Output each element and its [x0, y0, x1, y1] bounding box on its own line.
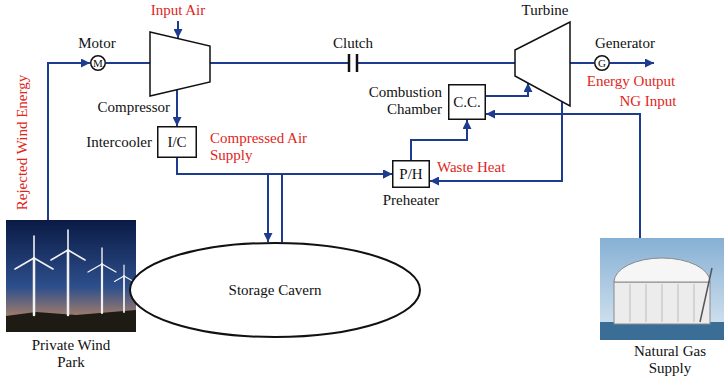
component-label: Preheater	[371, 192, 451, 209]
combustion-chamber-box: Combustion ChamberC.C.	[448, 84, 486, 120]
flow-pipe	[486, 83, 528, 96]
generator-symbol: GeneratorG	[594, 55, 610, 71]
flow-label: Rejected Wind Energy	[14, 74, 31, 209]
component-label: Intercooler	[50, 134, 152, 151]
cavern-outline	[130, 243, 420, 337]
flow-label: Input Air	[138, 2, 218, 19]
circle-outline	[595, 56, 610, 71]
shaft-line	[570, 62, 594, 64]
shaft-line	[106, 62, 150, 64]
symbol-letter: M	[93, 57, 103, 70]
box-outline	[393, 161, 430, 188]
flow-pipe	[486, 114, 640, 238]
wind-park: Private Wind Park	[6, 220, 136, 332]
flow-label: Compressed Air Supply	[210, 130, 328, 164]
flow-pipe	[282, 174, 392, 242]
sky	[6, 220, 136, 332]
compressor-symbol: Compressor	[150, 32, 210, 96]
component-label: Generator	[580, 35, 670, 52]
box-outline	[158, 127, 197, 158]
box-code: P/H	[399, 166, 422, 183]
box-code: I/C	[167, 134, 186, 151]
flow-label: NG Input	[606, 93, 690, 110]
flow-pipe	[177, 158, 392, 174]
picture-caption: Private Wind Park	[21, 337, 121, 371]
natural-gas-supply: Natural Gas Supply	[600, 238, 724, 340]
turbine-symbol-outline	[515, 22, 570, 106]
flow-pipe	[411, 120, 467, 160]
sky	[600, 238, 724, 340]
machine-outline	[150, 32, 210, 96]
component-label: Turbine	[495, 2, 595, 19]
component-label: Compressor	[60, 99, 170, 116]
flow-pipe	[177, 158, 268, 242]
clutch-plate	[356, 54, 359, 72]
machine-outline	[515, 22, 570, 106]
shaft-line	[210, 62, 515, 64]
preheater-box: P/HPreheater	[392, 160, 430, 188]
cavern-label: Storage Cavern	[229, 282, 322, 299]
picture-caption: Natural Gas Supply	[620, 343, 720, 377]
box-code: C.C.	[453, 94, 481, 111]
tank-stair	[700, 268, 712, 322]
turbine-symbol: Turbine	[515, 22, 570, 106]
box-outline	[449, 85, 486, 120]
wind-park-picture	[6, 220, 136, 332]
component-label: Combustion Chamber	[364, 84, 442, 118]
gas-tank-picture	[600, 238, 724, 340]
tank-dome	[614, 258, 710, 282]
component-label: Motor	[67, 35, 127, 52]
energy-output-arrow	[610, 62, 654, 64]
wind-turbines	[15, 230, 134, 315]
input-air-arrow	[177, 21, 179, 38]
component-label: Clutch	[323, 35, 383, 52]
storage-cavern: Storage Cavern	[129, 242, 421, 338]
tank-body	[614, 282, 710, 324]
tank-ribs	[630, 284, 694, 322]
circle-outline	[91, 56, 106, 71]
intercooler-box: IntercoolerI/C	[157, 126, 197, 158]
flow-label: Waste Heat	[437, 159, 517, 176]
symbol-letter: G	[598, 57, 606, 70]
motor-symbol: MotorM	[90, 55, 106, 71]
flow-pipe	[176, 90, 178, 126]
ground	[6, 310, 136, 332]
clutch-plate	[348, 54, 351, 72]
water	[600, 322, 724, 340]
flow-pipe	[48, 63, 90, 220]
flow-label: Energy Output	[585, 73, 677, 90]
compressor-symbol-outline	[150, 32, 210, 96]
